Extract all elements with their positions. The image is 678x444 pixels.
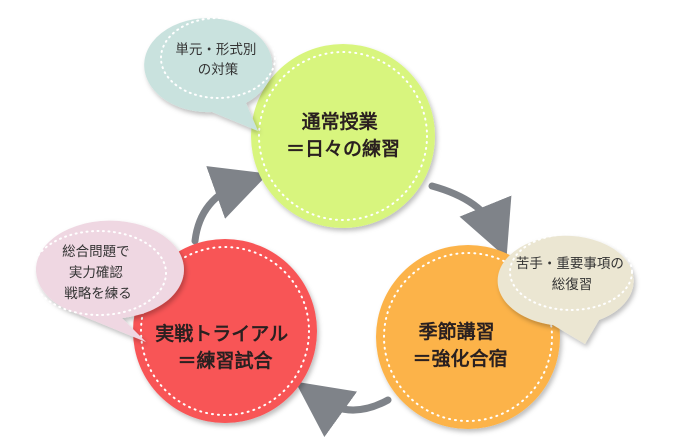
circle-seasonal-title: 季節講習 xyxy=(419,320,495,343)
bubble-seasonal-line2: 総復習 xyxy=(552,276,593,293)
circle-trial-subtitle: ＝練習試合 xyxy=(177,349,273,372)
bubble-trial-line3: 戦略を練る xyxy=(64,286,132,302)
cycle-arrow-trial-to-regular xyxy=(191,166,269,245)
bubble-regular: 単元・形式別 の対策 xyxy=(144,17,276,131)
bubble-seasonal-dotted-ring xyxy=(509,233,633,311)
circle-regular-subtitle: ＝日々の練習 xyxy=(286,137,400,160)
bubble-seasonal-shape xyxy=(497,235,634,344)
bubble-regular-line2: の対策 xyxy=(198,61,239,78)
svg-text:通常授業 ＝日々の練習: 通常授業 ＝日々の練習 xyxy=(286,110,400,160)
bubble-regular-shape xyxy=(144,18,273,131)
circle-regular-dotted-ring xyxy=(258,51,428,221)
svg-text:季節講習 ＝強化合宿: 季節講習 ＝強化合宿 xyxy=(412,320,507,370)
bubble-regular-dotted-ring xyxy=(160,17,276,99)
bubble-trial-shape xyxy=(35,220,184,342)
bubble-seasonal-line1: 苦手・重要事項の xyxy=(516,256,624,272)
circle-seasonal-dotted-ring xyxy=(383,252,553,422)
bubble-trial-line1: 総合問題で xyxy=(62,244,130,260)
svg-text:単元・形式別 の対策: 単元・形式別 の対策 xyxy=(175,42,260,78)
svg-text:苦手・重要事項の 総復習: 苦手・重要事項の 総復習 xyxy=(516,256,628,293)
bubble-trial: 総合問題で 実力確認 戦略を練る xyxy=(31,220,184,342)
cycle-arrow-regular-to-seasonal xyxy=(428,182,512,258)
circle-trial-title: 実戦トライアル xyxy=(155,322,288,345)
bubble-trial-line2: 実力確認 xyxy=(69,265,123,281)
circle-seasonal-subtitle: ＝強化合宿 xyxy=(412,347,507,370)
cycle-arrow-seasonal-to-trial xyxy=(295,381,392,438)
bubble-regular-line1: 単元・形式別 xyxy=(175,42,256,58)
circle-regular-title: 通常授業 xyxy=(302,110,379,133)
circle-regular-fill xyxy=(251,44,435,228)
bubble-trial-dotted-ring xyxy=(31,230,167,316)
bubble-seasonal: 苦手・重要事項の 総復習 xyxy=(497,233,634,344)
circle-trial-dotted-ring xyxy=(140,246,310,416)
svg-text:総合問題で 実力確認 戦略を練る: 総合問題で 実力確認 戦略を練る xyxy=(62,244,134,302)
svg-text:実戦トライアル ＝練習試合: 実戦トライアル ＝練習試合 xyxy=(155,322,294,372)
circle-regular-classes: 通常授業 ＝日々の練習 xyxy=(251,44,435,228)
